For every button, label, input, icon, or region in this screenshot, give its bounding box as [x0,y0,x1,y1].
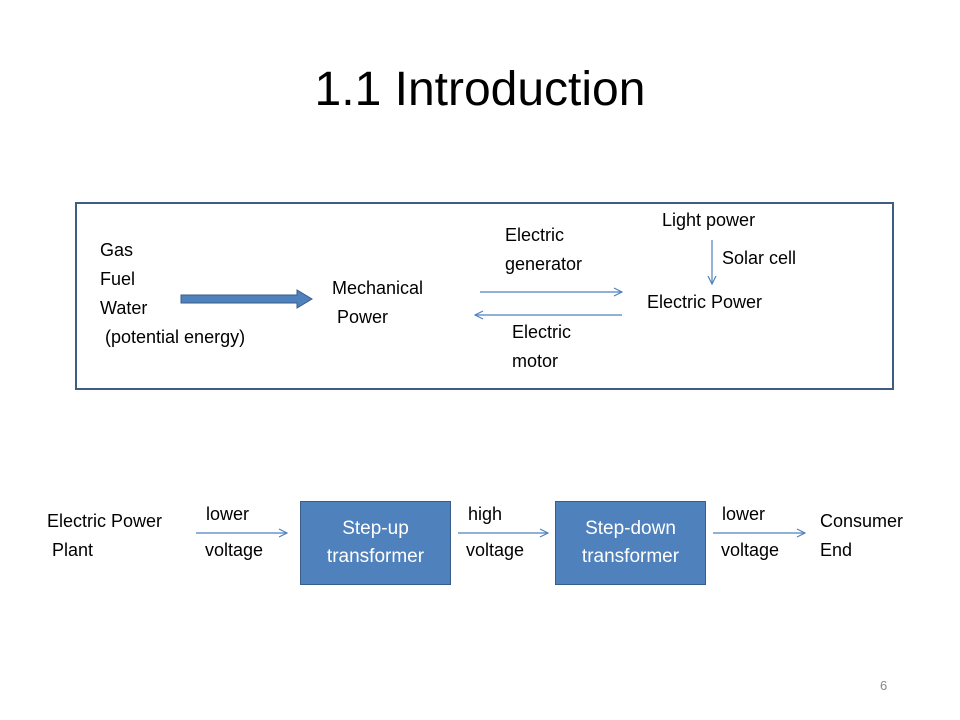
step-down-label-2: transformer [581,546,680,567]
lower-label-1: lower [206,504,250,524]
consumer-label-2: End [820,540,853,560]
plant-label-2: Plant [47,540,94,560]
thick-arrow [180,289,313,309]
step-down-label-1: Step-down [585,518,676,539]
plant-label-1: Electric Power [47,511,163,531]
electric-power: Electric Power [647,292,763,312]
step-up-label-2: transformer [326,546,425,567]
motor-label-1: Electric [512,322,572,342]
motor-label-2: motor [512,351,559,371]
consumer-label-1: Consumer [820,511,904,531]
step-down-transformer-block: Step-down transformer [555,501,706,585]
voltage-label-1: voltage [205,540,264,560]
step-up-transformer-block: Step-up transformer [300,501,451,585]
high-label: high [468,504,503,524]
source-note: (potential energy) [100,327,246,347]
solar-cell: Solar cell [722,248,797,268]
source-water: Water [100,298,148,318]
energy-conversion-frame [75,202,894,390]
generator-label-2: generator [505,254,583,274]
source-fuel: Fuel [100,269,136,289]
mechanical-power-2: Power [332,307,389,327]
page-number: 6 [880,678,888,693]
step-up-label-1: Step-up [342,518,409,539]
light-power: Light power [662,210,756,230]
voltage-label-2: voltage [466,540,525,560]
lower-label-2: lower [722,504,766,524]
source-gas: Gas [100,240,134,260]
slide-title: 1.1 Introduction [314,63,646,116]
mechanical-power-1: Mechanical [332,278,424,298]
voltage-label-3: voltage [721,540,780,560]
generator-label-1: Electric [505,225,565,245]
